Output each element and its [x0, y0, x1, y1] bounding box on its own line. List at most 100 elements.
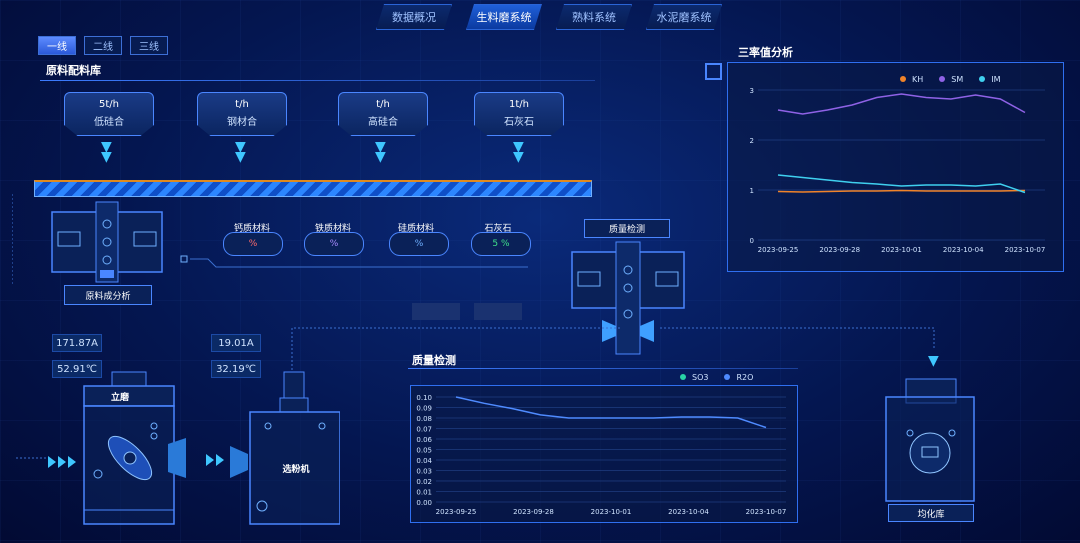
separator-label: 选粉机 — [282, 465, 310, 475]
composition-flow-line — [180, 255, 528, 268]
y-tick-label: 0.01 — [416, 489, 432, 497]
series-line-kh — [777, 189, 1026, 193]
hopper-value: t/h — [376, 99, 390, 110]
ratio-line-chart: 0 1 2 3 2023-09-25 2023-09-28 2023-10-01 2023-1… — [750, 87, 1046, 254]
quality-check-label[interactable]: 质量检测 — [584, 219, 670, 238]
y-tick-label: 0.02 — [416, 478, 432, 486]
placeholder-tile — [412, 303, 460, 320]
vertical-mill-icon — [48, 371, 186, 525]
placeholder-tile — [474, 303, 522, 320]
legend-im: IM — [979, 75, 1001, 84]
hopper-low-silicon[interactable]: 5t/h 低硅合 — [64, 92, 154, 136]
y-tick-label: 3 — [750, 87, 754, 95]
quality-underline — [408, 368, 798, 369]
raw-analysis-label[interactable]: 原料成分析 — [64, 285, 152, 305]
x-tick-label: 2023-10-01 — [881, 246, 922, 254]
hopper-high-silicon[interactable]: t/h 高硅合 — [338, 92, 428, 136]
hopper-steel[interactable]: t/h 钢材合 — [197, 92, 287, 136]
series-line-im — [777, 174, 1026, 194]
corner-decoration — [705, 63, 722, 80]
component-calcium[interactable]: % — [223, 232, 283, 256]
quality-chart-legend: SO3 R2O — [680, 373, 753, 382]
homogenizer-label[interactable]: 均化库 — [888, 504, 974, 522]
x-tick-label: 2023-10-07 — [1005, 246, 1046, 254]
hopper-limestone[interactable]: 1t/h 石灰石 — [474, 92, 564, 136]
hopper-value: t/h — [235, 99, 249, 110]
hopper-name: 高硅合 — [368, 117, 398, 128]
feeder-machine-icon — [12, 194, 163, 284]
mill-current-readout: 171.87A — [52, 334, 102, 352]
quality-check-machine-icon — [571, 241, 685, 355]
line-3-button[interactable]: 三线 — [130, 36, 168, 55]
process-flow-lines — [16, 327, 935, 459]
x-tick-label: 2023-09-25 — [436, 508, 477, 516]
mill-temp-readout: 52.91℃ — [52, 360, 102, 378]
component-value: % — [248, 239, 258, 249]
legend-label: KH — [912, 75, 924, 84]
hopper-value: 1t/h — [509, 99, 529, 110]
ratio-chart-legend: KH SM IM — [900, 75, 1001, 84]
series-line-r2o — [455, 396, 767, 429]
hopper-name: 钢材合 — [227, 117, 257, 128]
legend-label: SO3 — [692, 373, 709, 382]
ratio-chart-panel — [727, 62, 1064, 272]
legend-label: SM — [951, 75, 964, 84]
hopper-value: 5t/h — [99, 99, 119, 110]
component-label: 钙质材料 — [233, 224, 270, 234]
raw-store-underline — [40, 80, 595, 81]
quality-chart-title: 质量检测 — [412, 354, 456, 367]
line-2-button[interactable]: 二线 — [84, 36, 122, 55]
component-iron[interactable]: % — [304, 232, 364, 256]
x-tick-label: 2023-10-04 — [668, 508, 709, 516]
vertical-mill-label: 立磨 — [110, 393, 129, 403]
separator-icon — [206, 371, 340, 525]
line-1-button[interactable]: 一线 — [38, 36, 76, 55]
y-tick-label: 0.00 — [416, 499, 432, 507]
component-label: 铁质材料 — [314, 224, 351, 234]
tab-raw-mill[interactable]: 生料磨系统 — [466, 4, 542, 30]
x-tick-label: 2023-09-25 — [758, 246, 799, 254]
legend-label: R2O — [736, 373, 754, 382]
legend-so3: SO3 — [680, 373, 708, 382]
down-arrow-icon: ▼▼ — [375, 139, 386, 165]
y-tick-label: 0.04 — [416, 457, 432, 465]
ratio-chart-title: 三率值分析 — [738, 46, 793, 59]
down-arrow-icon: ▼▼ — [101, 139, 112, 165]
x-tick-label: 2023-10-01 — [591, 508, 632, 516]
component-silicon[interactable]: % — [389, 232, 449, 256]
legend-kh: KH — [900, 75, 923, 84]
component-limestone[interactable]: 5 % — [471, 232, 531, 256]
y-tick-label: 1 — [750, 187, 754, 195]
y-tick-label: 0.10 — [416, 394, 432, 402]
x-tick-label: 2023-10-04 — [943, 246, 984, 254]
component-label: 石灰石 — [484, 224, 512, 234]
x-tick-label: 2023-10-07 — [746, 508, 787, 516]
down-arrow-icon: ▼ — [928, 353, 939, 369]
component-value: % — [329, 239, 339, 249]
conveyor-belt — [34, 180, 592, 197]
y-tick-label: 0.06 — [416, 436, 432, 444]
top-nav: 数据概况 生料磨系统 熟料系统 水泥磨系统 — [376, 4, 722, 30]
separator-current-readout: 19.01A — [211, 334, 261, 352]
y-tick-label: 0.03 — [416, 468, 432, 476]
tab-data-overview[interactable]: 数据概况 — [376, 4, 452, 30]
y-tick-label: 0.08 — [416, 415, 432, 423]
x-tick-label: 2023-09-28 — [819, 246, 860, 254]
tab-cement-mill[interactable]: 水泥磨系统 — [646, 4, 722, 30]
raw-store-title: 原料配料库 — [46, 64, 101, 77]
tab-clinker[interactable]: 熟料系统 — [556, 4, 632, 30]
y-tick-label: 0.09 — [416, 405, 432, 413]
separator-temp-readout: 32.19℃ — [211, 360, 261, 378]
y-tick-label: 2 — [750, 137, 754, 145]
hopper-name: 低硅合 — [94, 117, 124, 128]
quality-chart-panel — [410, 385, 798, 523]
down-arrow-icon: ▼▼ — [235, 139, 246, 165]
component-value: 5 % — [492, 239, 510, 249]
line-selector: 一线 二线 三线 — [38, 36, 168, 55]
quality-line-chart: 0.000.010.020.030.040.050.060.070.080.09… — [416, 394, 787, 516]
y-tick-label: 0.05 — [416, 447, 432, 455]
legend-label: IM — [991, 75, 1001, 84]
hopper-name: 石灰石 — [504, 117, 534, 128]
y-tick-label: 0 — [750, 237, 754, 245]
component-label: 硅质材料 — [397, 224, 434, 234]
